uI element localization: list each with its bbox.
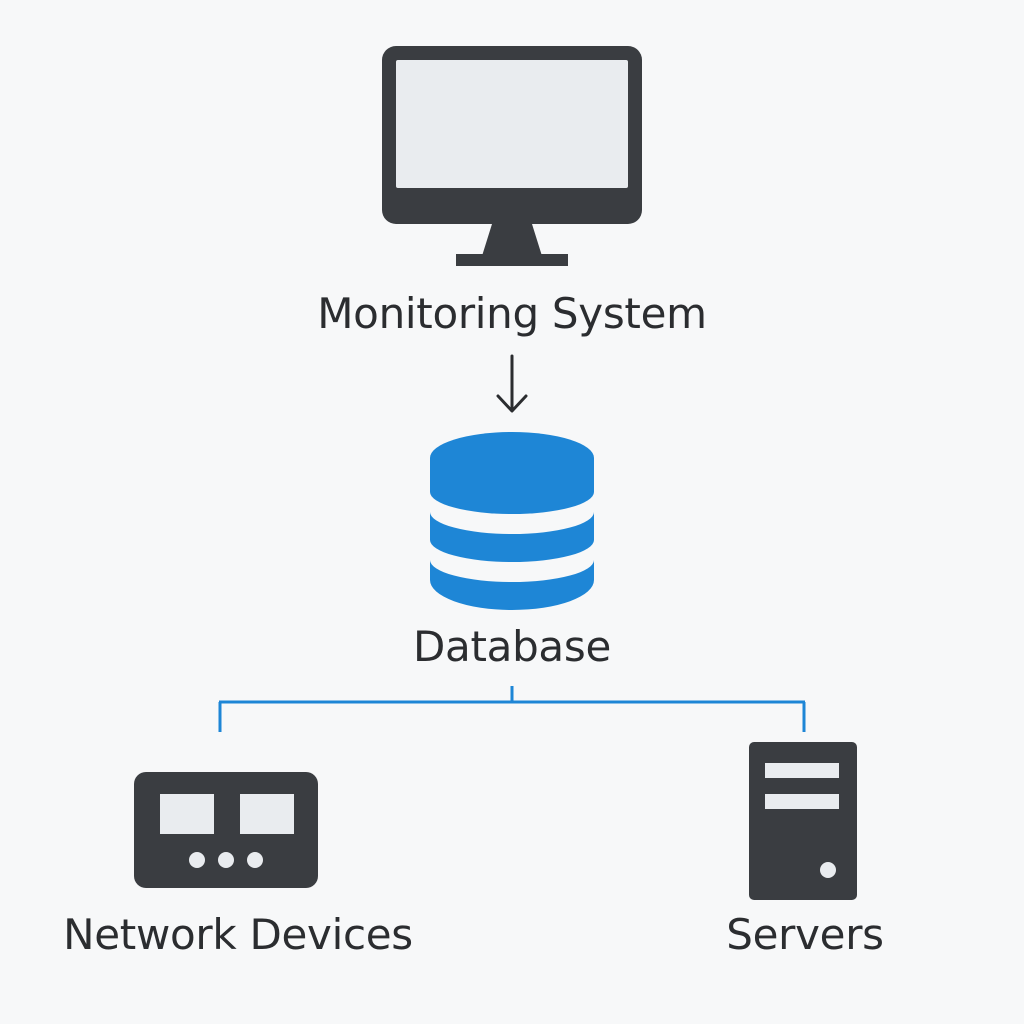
monitor-icon xyxy=(382,46,642,266)
database-label: Database xyxy=(412,622,611,671)
servers-label: Servers xyxy=(726,910,884,959)
network-device-icon xyxy=(134,772,318,888)
arrow-monitoring-to-database xyxy=(496,354,528,413)
database-icon xyxy=(430,432,594,610)
network-devices-label: Network Devices xyxy=(63,910,413,959)
server-tower-icon xyxy=(749,742,857,900)
tree-connector xyxy=(218,686,806,732)
monitoring-system-label: Monitoring System xyxy=(317,289,707,338)
